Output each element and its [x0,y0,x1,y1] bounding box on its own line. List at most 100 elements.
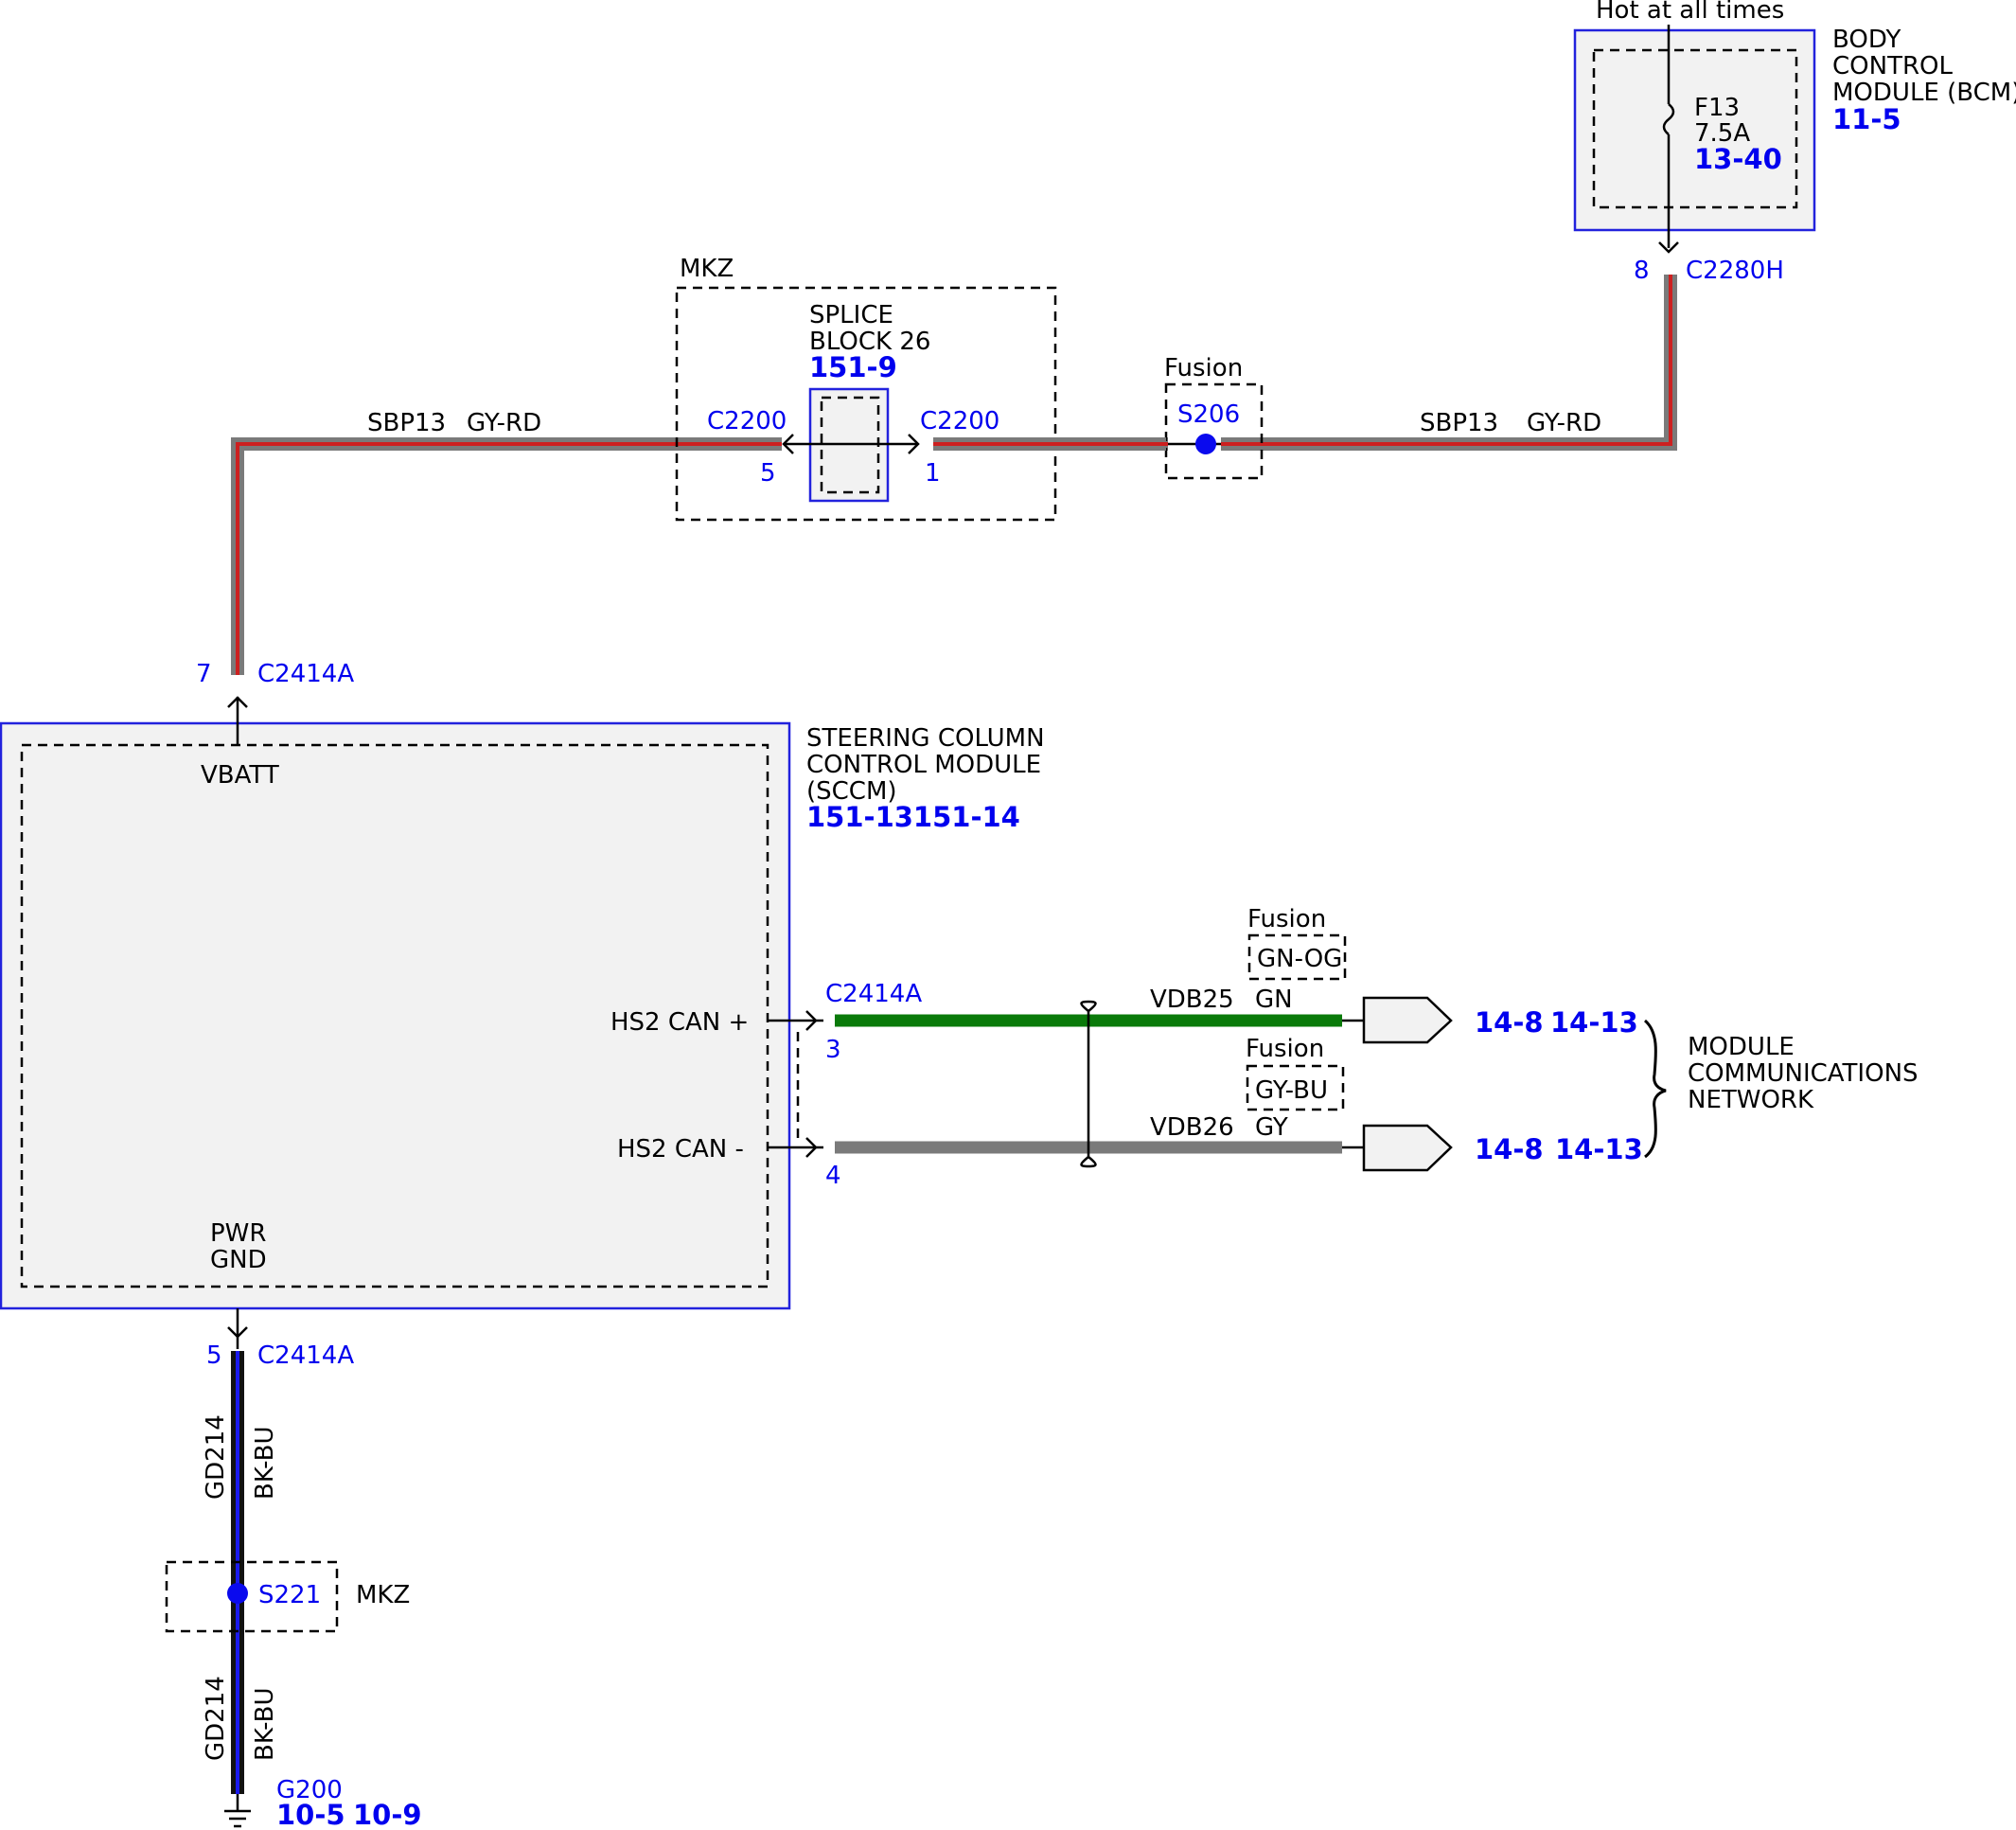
wire-vdb25-variant-box [1247,933,1347,981]
s206-variant: Fusion [1164,354,1243,382]
bcm-title-line2: CONTROL [1832,52,1953,80]
wire-sbp13-right-stripe [1221,275,1672,446]
s221-dashed-box [165,1560,339,1633]
network-lower-ref2[interactable]: 14-13 [1555,1133,1643,1165]
steering-column-control-module[interactable]: STEERING COLUMN CONTROL MODULE (SCCM) 15… [0,660,1045,1370]
wire-left-color: GY-RD [467,409,541,437]
ground-ref1[interactable]: 10-5 [276,1799,345,1830]
network-label-line2: COMMUNICATIONS [1688,1059,1919,1088]
sccm-bottom-connector[interactable]: C2414A [257,1341,354,1370]
sccm-can-plus: HS2 CAN + [610,1008,749,1037]
gnd-lower-circuit: GD214 [202,1676,230,1761]
splice-right-connector[interactable]: C2200 [920,407,999,435]
network-upper-ref1[interactable]: 14-8 [1475,1006,1544,1039]
bcm-inner-dashed [1592,48,1798,209]
wire-right-color: GY-RD [1527,409,1601,437]
s221-dot[interactable] [227,1583,248,1604]
sccm-box[interactable] [0,721,791,1310]
bcm-connector[interactable]: C2280H [1686,257,1784,285]
gnd-upper-color: BK-BU [251,1427,279,1500]
bcm-pin: 8 [1634,257,1650,285]
splice-block-ref-link[interactable]: 151-9 [809,351,897,383]
wire-vdb26-variant-color: GY-BU [1255,1076,1328,1105]
wire-sbp13[interactable]: SBP13 GY-RD SBP13 GY-RD [231,275,1677,675]
wire-left-circuit: SBP13 [367,409,446,437]
wire-vdb25-color: GN [1255,986,1293,1014]
wire-sbp13-left-gray [231,437,681,675]
gnd-upper-circuit: GD214 [202,1414,230,1500]
ground-name[interactable]: G200 [276,1776,343,1804]
bcm-title-line3: MODULE (BCM) [1832,79,2016,107]
splice-left-pin: 5 [760,459,776,488]
sccm-top-connector[interactable]: C2414A [257,660,354,688]
wire-vdb25[interactable]: VDB25 GN Fusion GN-OG 14-8 14-13 [835,905,1638,1044]
wire-sbp13-left-stripe [236,442,681,675]
bcm-connector-chevron [1658,241,1679,254]
fuse-ref-link[interactable]: 13-40 [1694,143,1782,175]
twisted-pair-icon [1080,1000,1097,1168]
sccm-gnd: GND [210,1246,267,1274]
can-plus-chevron [805,1010,818,1031]
network-brace [1643,1019,1667,1159]
sccm-title-line1: STEERING COLUMN [806,724,1045,753]
fuse-symbol [1662,103,1675,135]
sccm-title-line3: (SCCM) [806,777,897,806]
sccm-can-minus: HS2 CAN - [617,1135,744,1164]
network-connector-lower[interactable] [1362,1124,1453,1172]
network-lower-ref1[interactable]: 14-8 [1475,1133,1544,1165]
can-connector[interactable]: C2414A [825,980,922,1008]
wire-vdb26-variant-box [1246,1064,1345,1111]
sccm-vbatt: VBATT [201,761,279,790]
can-minus-chevron [805,1137,818,1158]
sccm-bottom-pin: 5 [206,1341,222,1370]
sccm-inner-dashed [20,743,769,1288]
splice-s221[interactable]: S221 MKZ [165,1560,410,1633]
s206-dot[interactable] [1195,434,1216,454]
splice-block-title2: BLOCK 26 [809,328,930,356]
splice-right-chevron [908,434,920,454]
splice-block-title1: SPLICE [809,301,893,329]
network-label-line3: NETWORK [1688,1086,1814,1114]
s221-name[interactable]: S221 [258,1581,321,1609]
bcm-title-line1: BODY [1832,26,1901,54]
s206-name[interactable]: S206 [1177,400,1240,429]
hot-at-all-times-label: Hot at all times [1596,0,1784,25]
network-connector-upper[interactable] [1362,996,1453,1044]
fuse-name: F13 [1694,94,1740,122]
gnd-chevron [227,1326,248,1339]
wire-vdb26-color: GY [1255,1113,1288,1142]
body-control-module[interactable]: Hot at all times F13 7.5A 13-40 BODY CON… [1573,0,2016,285]
splice-s206[interactable]: Fusion S206 [1164,354,1264,480]
bcm-box[interactable] [1573,28,1816,232]
sccm-title-line2: CONTROL MODULE [806,751,1041,779]
sccm-pwr: PWR [210,1219,266,1248]
can-plus-pin: 3 [825,1036,841,1064]
bcm-ref-link[interactable]: 11-5 [1832,103,1901,135]
ground-g200[interactable]: G200 10-5 10-9 [224,1776,422,1830]
mkz-label: MKZ [680,255,734,283]
module-communications-network[interactable]: MODULE COMMUNICATIONS NETWORK [1643,1019,1919,1159]
can-minus-pin: 4 [825,1162,841,1190]
wire-vdb26-circuit: VDB26 [1150,1113,1234,1142]
s221-variant: MKZ [356,1581,410,1609]
gnd-lower-color: BK-BU [251,1688,279,1761]
wire-vdb25-circuit: VDB25 [1150,986,1234,1014]
wire-vdb25-variant: Fusion [1247,905,1326,933]
wire-right-circuit: SBP13 [1420,409,1498,437]
splice-block-26[interactable]: MKZ SPLICE BLOCK 26 151-9 C2200 5 C2200 … [675,255,1166,522]
wire-vdb26-variant: Fusion [1246,1035,1324,1063]
splice-left-connector[interactable]: C2200 [707,407,787,435]
splice-left-chevron [782,434,794,454]
vbatt-chevron [227,696,248,708]
sccm-top-pin: 7 [196,660,212,688]
wire-gd214[interactable]: GD214 BK-BU GD214 BK-BU [202,1351,279,1794]
wire-vdb25-variant-color: GN-OG [1257,945,1342,973]
splice-right-pin: 1 [925,459,941,488]
s206-dashed-box [1164,382,1264,480]
wire-vdb26[interactable]: VDB26 GY Fusion GY-BU 14-8 14-13 [835,1035,1643,1172]
sccm-ref-link[interactable]: 151-13151-14 [806,801,1020,833]
ground-ref2[interactable]: 10-9 [353,1799,422,1830]
network-upper-ref2[interactable]: 14-13 [1550,1006,1638,1039]
